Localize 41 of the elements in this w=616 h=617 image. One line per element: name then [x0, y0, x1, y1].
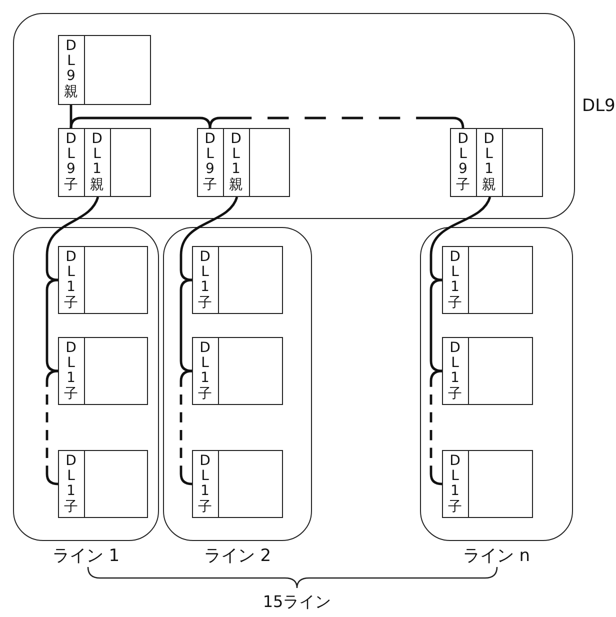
- unit-label: DL1親: [229, 132, 243, 194]
- unit-label: DL9親: [64, 38, 78, 100]
- unit-label: DL9子: [456, 132, 470, 194]
- cable-line: [46, 196, 100, 282]
- line-count-label: 15ライン: [262, 592, 332, 613]
- unit-label: DL1子: [198, 340, 212, 402]
- cable-line: [180, 196, 238, 282]
- unit-label: DL1子: [198, 454, 212, 516]
- unit-label: DL1親: [90, 132, 104, 194]
- unit-box: [192, 450, 282, 518]
- cable-line: [430, 278, 442, 372]
- unit-label: DL1子: [64, 340, 78, 402]
- unit-box: [196, 128, 290, 196]
- unit-label: DL9子: [203, 132, 217, 194]
- unit-box: [58, 450, 148, 518]
- unit-label: DL1子: [64, 250, 78, 312]
- cable-line: [46, 278, 58, 372]
- unit-label: DL1子: [198, 250, 212, 312]
- unit-box: [58, 246, 148, 314]
- unit-label: DL1子: [448, 340, 462, 402]
- cable-line: [430, 196, 492, 282]
- unit-label: DL1親: [482, 132, 496, 194]
- unit-box: [58, 128, 150, 196]
- unit-label: DL1子: [448, 250, 462, 312]
- group-heading: ライン 1: [52, 546, 120, 566]
- unit-box: [192, 336, 282, 404]
- unit-label: DL1子: [64, 454, 78, 516]
- unit-box: [442, 246, 532, 314]
- unit-box: [450, 128, 542, 196]
- unit-box: [442, 336, 532, 404]
- group-heading: ライン n: [462, 546, 530, 566]
- unit-label: DL1子: [448, 454, 462, 516]
- cable-line: [70, 116, 212, 128]
- group-heading: ライン 2: [204, 546, 272, 566]
- unit-box: [442, 450, 532, 518]
- unit-box: [192, 246, 282, 314]
- unit-box: [58, 34, 150, 104]
- group-heading: DL9: [582, 96, 616, 116]
- unit-label: DL9子: [64, 132, 78, 194]
- cable-line: [180, 278, 192, 372]
- unit-box: [58, 336, 148, 404]
